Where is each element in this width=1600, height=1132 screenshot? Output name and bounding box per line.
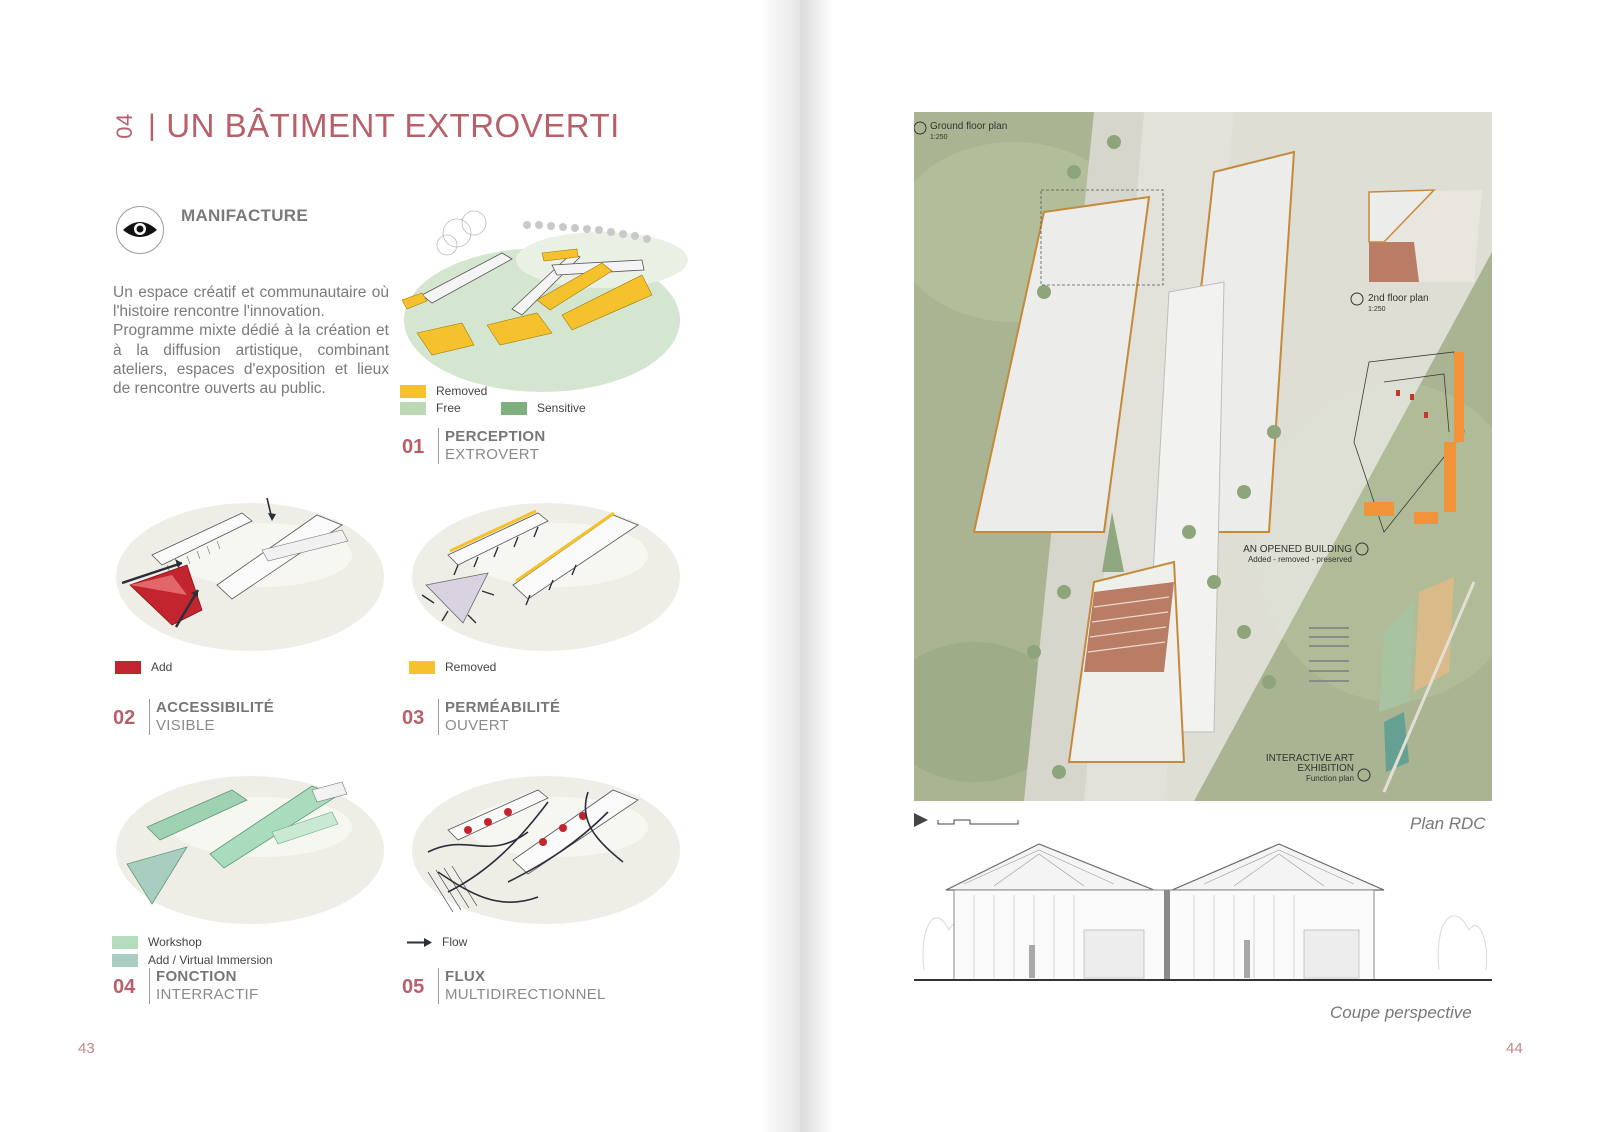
ground-floor-label: Ground floor plan 1:250 bbox=[930, 122, 1007, 143]
intro-paragraph: Programme mixte dédié à la création et à… bbox=[113, 322, 389, 398]
interactive-line-2: EXHIBITION bbox=[1297, 763, 1354, 774]
panel-title: ACCESSIBILITÉ bbox=[156, 699, 275, 716]
spine-shadow bbox=[760, 0, 800, 1132]
legend-label: Free bbox=[436, 401, 461, 415]
flow-diagram bbox=[412, 776, 680, 924]
intro-paragraph: Un espace créatif et communautaire où l'… bbox=[113, 284, 389, 321]
caption-divider bbox=[149, 968, 150, 1004]
panel-caption: 05 FLUX MULTIDIRECTIONNEL bbox=[402, 968, 606, 1004]
legend-swatch-free bbox=[400, 401, 426, 415]
legend-item: Add / Virtual Immersion bbox=[112, 953, 273, 967]
legend-item: Removed bbox=[400, 384, 487, 398]
interactive-exhibition-label: INTERACTIVE ART EXHIBITION Function plan bbox=[1246, 754, 1354, 784]
chapter-number: 04 bbox=[112, 113, 137, 139]
page-number-left: 43 bbox=[78, 1040, 95, 1057]
legend-item: Free bbox=[400, 401, 461, 415]
page-number-right: 44 bbox=[1506, 1040, 1523, 1057]
second-floor-scale: 1:250 bbox=[1368, 306, 1386, 313]
legend-label: Flow bbox=[442, 935, 468, 949]
legend-label: Sensitive bbox=[537, 401, 586, 415]
panel-subtitle: MULTIDIRECTIONNEL bbox=[445, 986, 606, 1003]
ground-floor-title: Ground floor plan bbox=[930, 121, 1008, 132]
panel-number: 05 bbox=[402, 976, 425, 998]
legend-label: Removed bbox=[436, 384, 488, 398]
panel-title: PERCEPTION bbox=[445, 428, 546, 445]
opened-building-title: AN OPENED BUILDING bbox=[1243, 544, 1352, 555]
eye-icon bbox=[116, 206, 164, 254]
section-caption: Coupe perspective bbox=[1330, 1003, 1472, 1022]
opened-building-label: AN OPENED BUILDING Added - removed - pre… bbox=[1226, 545, 1352, 565]
section-subtitle: MANIFACTURE bbox=[181, 206, 309, 225]
function-diagram bbox=[116, 776, 384, 924]
legend-swatch-workshop bbox=[112, 935, 138, 949]
panel-number: 03 bbox=[402, 707, 425, 729]
panel-caption: 01 PERCEPTION EXTROVERT bbox=[402, 428, 546, 464]
legend-swatch-virtual bbox=[112, 953, 138, 967]
panel-caption: 02 ACCESSIBILITÉ VISIBLE bbox=[113, 699, 274, 735]
second-floor-title: 2nd floor plan bbox=[1368, 293, 1429, 304]
spine-shadow bbox=[800, 0, 834, 1132]
second-floor-label: 2nd floor plan 1:250 bbox=[1368, 294, 1429, 315]
plan-caption: Plan RDC bbox=[1410, 814, 1486, 833]
flow-arrow-icon bbox=[407, 937, 432, 947]
interactive-line-1: INTERACTIVE ART bbox=[1265, 753, 1354, 764]
legend-item: Workshop bbox=[112, 935, 202, 949]
accessibility-diagram bbox=[116, 497, 384, 651]
legend-swatch-add bbox=[115, 660, 141, 674]
caption-divider bbox=[438, 699, 439, 735]
legend-label: Workshop bbox=[148, 935, 202, 949]
chapter-separator: | bbox=[148, 109, 157, 142]
permeability-diagram bbox=[412, 503, 680, 651]
legend-label: Add bbox=[151, 660, 173, 674]
panel-number: 02 bbox=[113, 707, 136, 729]
panel-title: FLUX bbox=[445, 968, 486, 985]
caption-divider bbox=[438, 428, 439, 464]
legend-swatch-sensitive bbox=[501, 401, 527, 415]
legend-swatch-removed bbox=[409, 660, 435, 674]
opened-building-subtitle: Added - removed - preserved bbox=[1247, 555, 1352, 564]
chapter-title: 04 | UN BÂTIMENT EXTROVERTI bbox=[112, 106, 620, 146]
legend-swatch-removed bbox=[400, 384, 426, 398]
legend-item: Sensitive bbox=[501, 401, 586, 415]
panel-number: 04 bbox=[113, 976, 136, 998]
panel-title: FONCTION bbox=[156, 968, 237, 985]
perception-diagram bbox=[402, 210, 688, 392]
ground-floor-scale: 1:250 bbox=[930, 134, 948, 141]
panel-number: 01 bbox=[402, 436, 425, 458]
interactive-line-3: Function plan bbox=[1305, 774, 1354, 783]
panel-title: PERMÉABILITÉ bbox=[445, 699, 561, 716]
chapter-title-text: UN BÂTIMENT EXTROVERTI bbox=[166, 107, 620, 144]
panel-subtitle: VISIBLE bbox=[156, 717, 215, 734]
panel-caption: 03 PERMÉABILITÉ OUVERT bbox=[402, 699, 560, 735]
legend-item: Add bbox=[115, 660, 172, 674]
ground-floor-plan-image bbox=[914, 112, 1492, 801]
caption-divider bbox=[438, 968, 439, 1004]
left-page: 04 | UN BÂTIMENT EXTROVERTI MANIFACTURE … bbox=[78, 0, 800, 1132]
intro-text: Un espace créatif et communautaire où l'… bbox=[113, 283, 389, 398]
panel-caption: 04 FONCTION INTERRACTIF bbox=[113, 968, 258, 1004]
scale-bar-icon bbox=[914, 813, 1019, 827]
panel-subtitle: OUVERT bbox=[445, 717, 510, 734]
panel-subtitle: EXTROVERT bbox=[445, 446, 540, 463]
legend-label: Removed bbox=[445, 660, 497, 674]
legend-item: Removed bbox=[409, 660, 496, 674]
legend-item: Flow bbox=[406, 935, 467, 949]
caption-divider bbox=[149, 699, 150, 735]
panel-subtitle: INTERRACTIF bbox=[156, 986, 259, 1003]
perspective-section-image bbox=[914, 840, 1492, 986]
legend-label: Add / Virtual Immersion bbox=[148, 953, 273, 967]
